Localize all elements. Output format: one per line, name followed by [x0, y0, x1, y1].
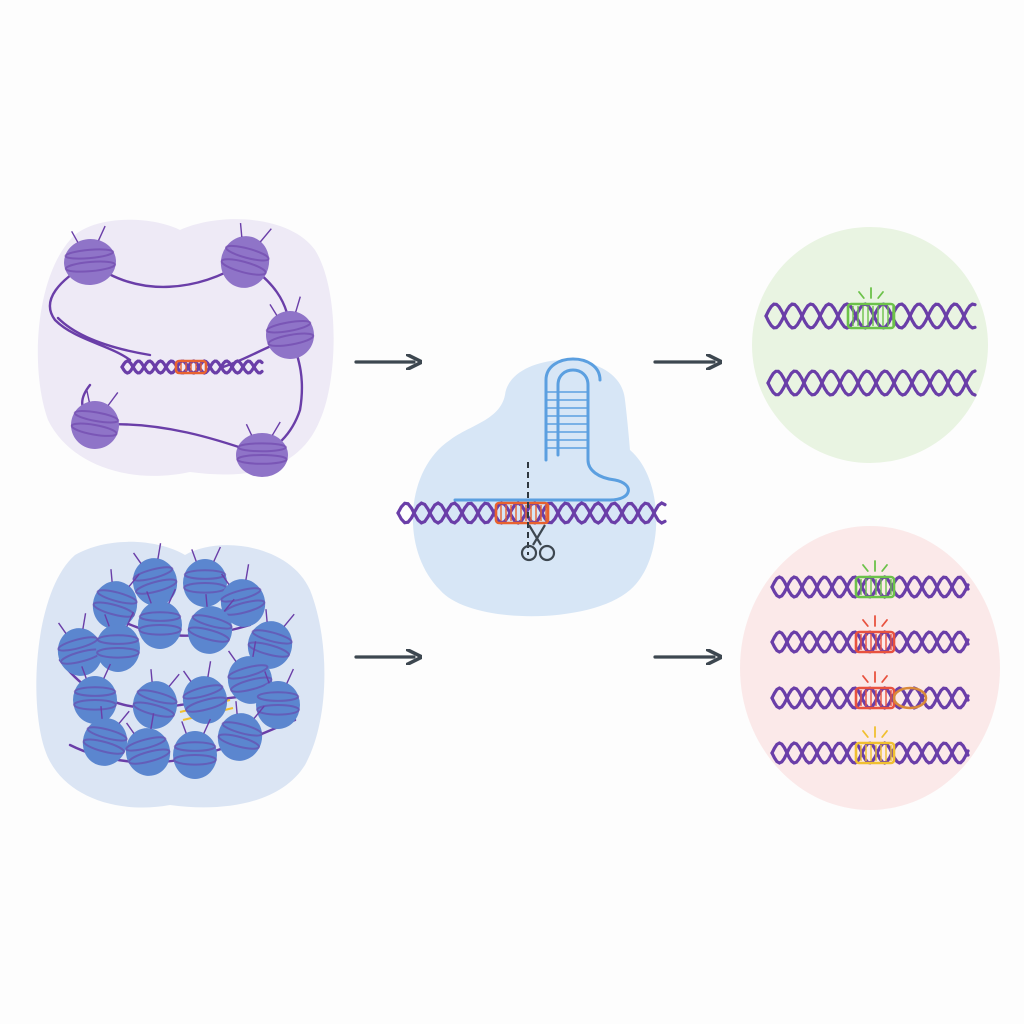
varied-outcome-panel [740, 526, 1000, 810]
precise-outcome-background [752, 227, 988, 463]
nucleosome-icon [183, 546, 227, 607]
compact-nucleosomes [57, 543, 300, 779]
nucleosome-icon [173, 718, 217, 779]
nucleosome-icon [247, 609, 295, 669]
nucleosome-icon [64, 225, 117, 286]
varied-outcome-background [740, 526, 1000, 810]
spark-icon [862, 615, 888, 627]
linker-dna [48, 260, 304, 457]
nucleosome-icon [187, 594, 235, 654]
nucleosome-icon [82, 706, 130, 766]
cas9-cut-panel [396, 357, 667, 617]
precise-outcome-helices [764, 287, 977, 397]
open-chromatin-helix [120, 359, 264, 375]
open-nucleosomes [64, 223, 315, 477]
edited-dna-helix [770, 560, 970, 599]
nucleosome-icon [256, 668, 300, 729]
target-dna-helix [396, 501, 667, 525]
nucleosome-icon [132, 543, 178, 606]
nucleosome-icon [236, 421, 288, 477]
flow-arrows [354, 362, 714, 657]
nucleosome-icon [96, 611, 140, 672]
spark-icon [862, 560, 888, 572]
nucleosome-icon [70, 389, 120, 449]
spark-icon [858, 287, 884, 299]
target-dna-helix [396, 501, 667, 525]
compact-chromatin-panel [36, 541, 325, 808]
nucleosome-icon [125, 713, 171, 776]
edited-dna-helix [770, 726, 970, 765]
cas9-background [412, 360, 657, 617]
nucleosome-icon [73, 663, 117, 724]
scissors-icon [520, 524, 556, 562]
nucleosome-icon [57, 613, 103, 676]
open-chromatin-helix [120, 359, 264, 375]
nucleosome-icon [132, 669, 180, 729]
unedited-dna-helix [766, 369, 977, 397]
open-chromatin-panel [37, 219, 334, 477]
nucleosome-icon [220, 223, 272, 288]
nucleosome-icon [182, 661, 228, 724]
edited-dna-helix [770, 671, 970, 710]
varied-outcome-helices [770, 560, 970, 765]
precise-outcome-panel [752, 227, 988, 463]
nucleosome-icon [138, 588, 182, 649]
spark-icon [862, 671, 888, 683]
nucleosome-icon [92, 569, 140, 629]
spark-icon [862, 726, 888, 738]
edited-dna-helix [770, 615, 970, 654]
nucleosome-icon [265, 296, 315, 359]
edited-dna-helix [764, 287, 977, 330]
nucleosome-icon [217, 701, 265, 761]
guide-rna-icon [453, 357, 630, 502]
